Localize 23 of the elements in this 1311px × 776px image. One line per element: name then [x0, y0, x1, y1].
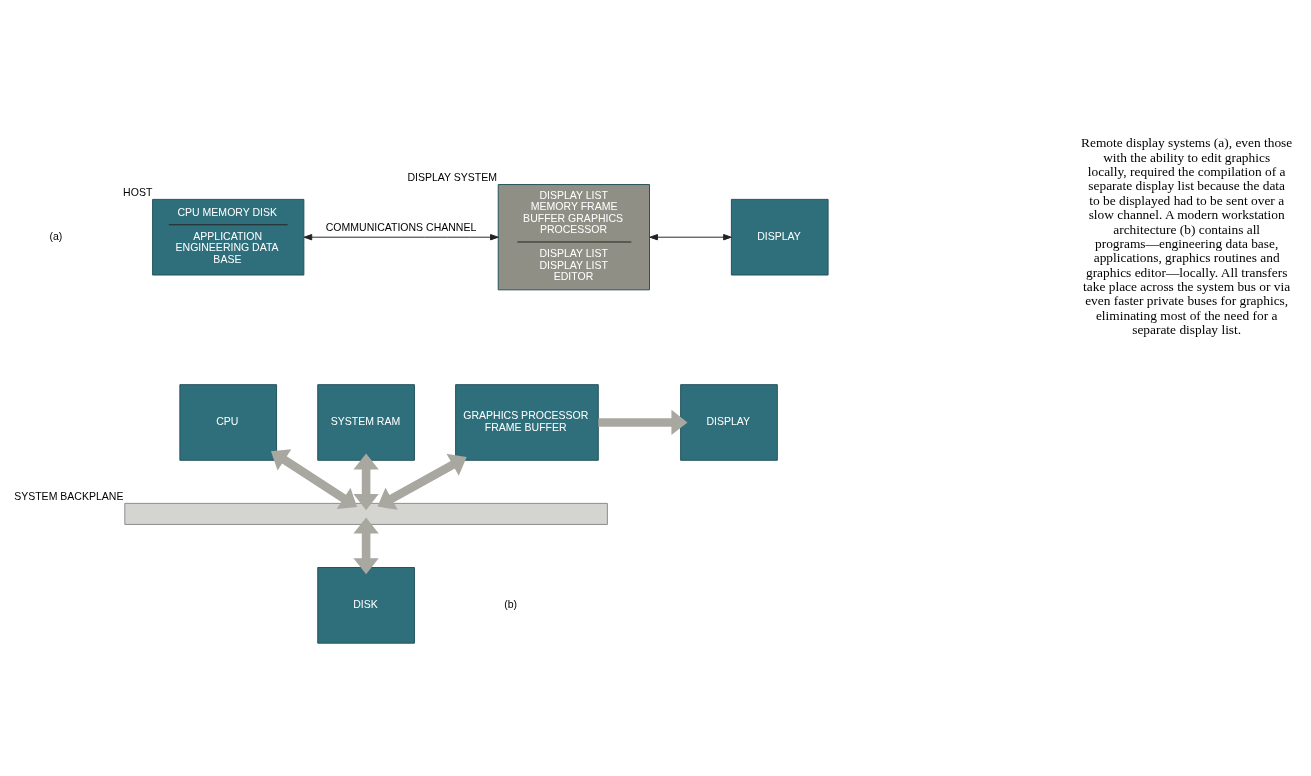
arrow: [377, 453, 467, 510]
node-box: GRAPHICS PROCESSOR FRAME BUFFER: [455, 384, 599, 461]
node-box: CPU: [179, 384, 278, 461]
node-bar: [124, 502, 608, 525]
node-box: DISK: [317, 567, 415, 644]
arrow: [353, 517, 379, 575]
node-box: DISPLAY: [730, 198, 829, 276]
edge-label: COMMUNICATIONS CHANNEL: [325, 221, 477, 234]
arrow: [303, 234, 499, 241]
node-box: DISPLAY: [680, 384, 778, 461]
caption: Remote display systems (a), even those with the ability to edit graphics locally, required the compilation of a separate display list because the data to be displayed had to be sent over a slow channel. A modern workstation architecture (b) contains all programs—engineering data base, applications, graphics routines and graphics editor—locally. All transfers take place across the system bus or via even faster private buses for graphics, eliminating most of the need for a separate display list.: [1081, 135, 1293, 338]
arrow: [649, 234, 732, 241]
node-label: SYSTEM BACKPLANE: [14, 490, 124, 503]
node-box: CPU MEMORY DISK APPLICATION ENGINEERING DATA BASE: [152, 198, 305, 276]
node-box: DISPLAY LIST MEMORY FRAME BUFFER GRAPHICS PROCESSOR DISPLAY LIST DISPLAY LIST EDITOR: [497, 184, 650, 291]
label: (b): [504, 598, 518, 611]
arrow: [353, 453, 379, 511]
arrow: [598, 409, 688, 436]
node-label: DISPLAY SYSTEM: [407, 171, 498, 184]
label: (a): [49, 229, 63, 242]
arrow: [270, 449, 358, 509]
node-label: HOST: [123, 186, 153, 199]
node-box: SYSTEM RAM: [317, 384, 415, 461]
